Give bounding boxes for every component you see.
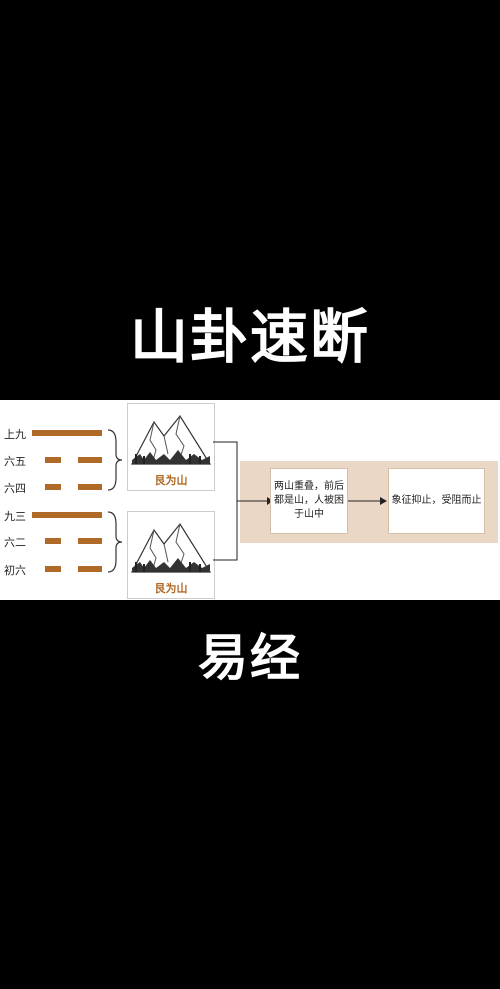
- line-label-top: 上九: [4, 428, 26, 441]
- yin-line-right: [78, 484, 102, 490]
- page-title: 山卦速断: [129, 303, 370, 371]
- mountain-icon: [131, 414, 212, 465]
- yin-line-left: [45, 566, 61, 572]
- yang-line: [32, 512, 102, 518]
- line-label-fourth: 六四: [4, 482, 26, 495]
- line-label-third: 九三: [4, 510, 26, 523]
- yin-line-right: [78, 538, 102, 544]
- description-box: 两山重叠，前后都是山，人被困于山中: [270, 468, 348, 534]
- line-label-first: 初六: [4, 564, 26, 577]
- trigram-caption: 艮为山: [154, 582, 188, 595]
- subtitle: 易经: [198, 628, 302, 687]
- mountain-icon: [131, 522, 212, 573]
- arrow-icon: [348, 497, 387, 505]
- meaning-box: 象征抑止，受阻而止: [388, 468, 485, 534]
- hexagram-diagram: 上九 六五 六四 九三 六二 初六 艮为山: [0, 400, 500, 600]
- meaning-text: 象征抑止，受阻而止: [391, 495, 482, 506]
- yin-line-right: [78, 457, 102, 463]
- line-label-second: 六二: [4, 536, 26, 549]
- yang-line: [32, 430, 102, 436]
- yin-line-left: [45, 484, 61, 490]
- brace-icon: [107, 511, 123, 573]
- yin-line-right: [78, 566, 102, 572]
- trigram-upper: 艮为山: [127, 403, 215, 491]
- yin-line-left: [45, 457, 61, 463]
- brace-icon: [107, 429, 123, 491]
- line-label-fifth: 六五: [4, 455, 26, 468]
- connector-lines: [213, 441, 273, 561]
- description-text: 两山重叠，前后都是山，人被困于山中: [274, 481, 344, 520]
- trigram-caption: 艮为山: [154, 474, 188, 487]
- yin-line-left: [45, 538, 61, 544]
- trigram-lower: 艮为山: [127, 511, 215, 599]
